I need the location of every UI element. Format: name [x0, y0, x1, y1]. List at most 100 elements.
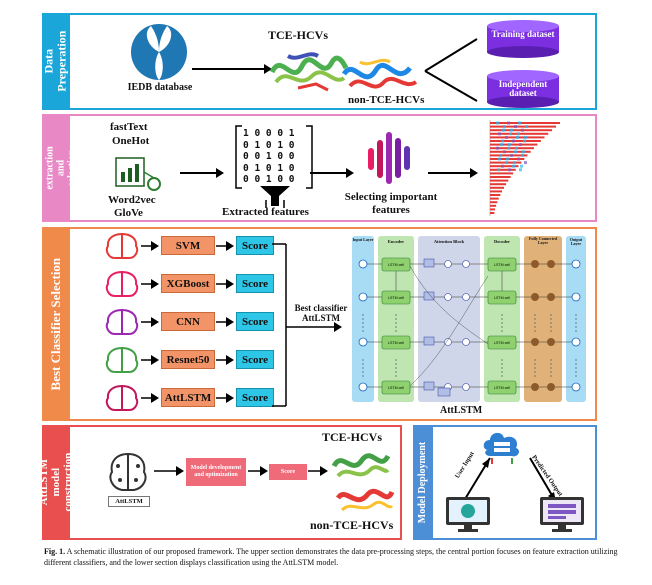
funnel-filter-icon	[260, 186, 290, 208]
data-preparation-title: Data Preperation	[41, 30, 69, 93]
importance-bar	[490, 186, 505, 189]
attlstm-diagram-title: AttLSTM	[440, 405, 483, 416]
fasttext-label: fastText	[110, 121, 148, 133]
binary-row: 1 0 0 0 1	[243, 128, 295, 139]
arrow-brain-to-classifier	[141, 355, 159, 365]
best-classifier-label: Best classifier AttLSTM	[294, 303, 348, 324]
importance-bar	[490, 212, 495, 214]
importance-bar	[490, 147, 534, 150]
selecting-features-label: Selecting important features	[344, 191, 438, 216]
arrow-score-to-output	[308, 466, 328, 476]
model-non-tce-label: non-TCE-HCVs	[310, 518, 394, 532]
training-dataset-cylinder-icon	[487, 20, 559, 58]
input-node	[358, 337, 368, 347]
caption-label: Fig. 1.	[44, 547, 66, 556]
arrow-classifier-to-score	[216, 393, 234, 403]
model-deployment-title: Model Deployment	[417, 441, 429, 524]
importance-bar	[490, 140, 541, 142]
importance-bar	[490, 197, 499, 200]
decoder-lstm-cell	[487, 335, 517, 350]
importance-bar	[490, 208, 496, 211]
arrow-features-to-selection	[310, 168, 354, 178]
output-node	[571, 259, 581, 269]
tce-protein-structure-icon	[269, 52, 349, 92]
score-box: Score	[236, 236, 274, 255]
bracket-to-best	[272, 243, 287, 407]
feature-extraction-sidebar: Feature extraction and selection	[34, 114, 78, 222]
svg-text:LSTM cell: LSTM cell	[388, 263, 404, 267]
arrow-iedb-to-proteins	[192, 64, 272, 74]
extracted-features-label: Extracted features	[222, 206, 309, 218]
fc-label: Fully Connected Layer	[528, 236, 558, 245]
output-monitor-icon	[540, 497, 584, 532]
importance-bar	[490, 165, 519, 168]
importance-bar	[490, 201, 498, 204]
model-construction-sidebar: AttLSTM model construction	[38, 425, 74, 540]
iedb-logo-icon	[131, 24, 187, 80]
model-score-label: Score	[280, 469, 296, 475]
arrow-dev-to-score	[248, 466, 268, 476]
model-construction-title: AttLSTM model construction	[37, 453, 75, 512]
input-layer-label: Input Layer	[352, 237, 374, 242]
arrow-brain-to-dev	[154, 466, 184, 476]
output-node	[571, 337, 581, 347]
svg-text:LSTM cell: LSTM cell	[494, 341, 510, 345]
model-tce-protein-icon	[331, 453, 391, 478]
svg-text:LSTM cell: LSTM cell	[494, 296, 510, 300]
importance-bar	[490, 154, 528, 157]
classifier-box: Resnet50	[161, 350, 215, 369]
output-node	[571, 292, 581, 302]
score-box: Score	[236, 350, 274, 369]
importance-bar	[490, 190, 503, 193]
training-dataset-label: Training dataset	[491, 29, 555, 39]
arrow-selection-to-importance	[428, 168, 478, 178]
output-node	[571, 382, 581, 392]
decoder-label: Decoder	[494, 239, 510, 244]
attlstm-architecture: Input Layer Encoder Attention Block Deco…	[352, 236, 586, 406]
feature-extraction-panel	[42, 114, 597, 222]
encoder-lstm-cell	[381, 380, 411, 395]
word2vec-label: Word2vec	[108, 194, 156, 206]
non-tce-hcvs-label: non-TCE-HCVs	[348, 94, 425, 106]
best-classifier-sidebar: Best Classifier Selection	[42, 227, 70, 421]
importance-bar	[490, 183, 507, 186]
importance-bar	[490, 194, 501, 196]
arrow-classifier-to-score	[216, 241, 234, 251]
binary-row: 0 1 0 1 0	[243, 139, 295, 151]
svg-text:LSTM cell: LSTM cell	[494, 263, 510, 267]
model-score-box: Score	[269, 464, 307, 480]
arrow-classifier-to-score	[216, 355, 234, 365]
score-box: Score	[236, 274, 274, 293]
user-monitor-icon	[446, 497, 490, 532]
onehot-label: OneHot	[112, 135, 150, 147]
importance-bar	[490, 204, 497, 207]
iedb-label: IEDB database	[127, 82, 193, 93]
feature-importance-plot	[489, 120, 560, 216]
score-box: Score	[236, 388, 274, 407]
importance-bar	[490, 176, 511, 178]
cloud-server-icon	[483, 432, 519, 464]
svg-text:LSTM cell: LSTM cell	[494, 386, 510, 390]
brain-label: AttLSTM	[108, 496, 150, 507]
model-dev-box: Model development and optimization	[186, 458, 246, 486]
split-arrows	[424, 38, 478, 102]
classifier-brain-icon	[105, 384, 139, 411]
tce-hcvs-label: TCE-HCVs	[268, 28, 329, 42]
classifier-box: AttLSTM	[161, 388, 215, 407]
fc-column	[524, 236, 562, 402]
best-classifier-title: Best Classifier Selection	[47, 257, 63, 391]
importance-bar	[490, 122, 560, 124]
binary-matrix: 1 0 0 0 1 0 1 0 1 0 0 0 1 0 0 0 1 0 1 0 …	[243, 128, 305, 186]
arrow-classifier-to-score	[216, 279, 234, 289]
importance-bar	[490, 150, 531, 153]
non-tce-protein-structure-icon	[341, 58, 418, 89]
input-node	[358, 382, 368, 392]
figure-caption: Fig. 1. A schematic illustration of our …	[44, 547, 644, 569]
feature-matrix-brackets	[235, 125, 313, 189]
feature-extraction-title: Feature extraction and selection	[34, 146, 78, 190]
model-dev-label: Model development and optimization	[190, 464, 242, 478]
glove-label: GloVe	[114, 207, 143, 219]
independent-dataset-label: Independent dataset	[498, 79, 548, 99]
caption-text: A schematic illustration of our proposed…	[44, 547, 618, 567]
